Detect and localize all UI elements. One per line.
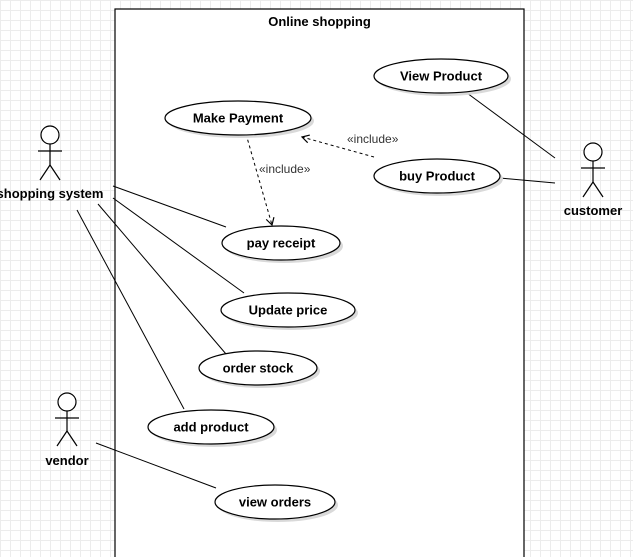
actor-shopping-system[interactable]: shopping system xyxy=(0,125,103,201)
use-case-order-stock[interactable]: order stock xyxy=(198,350,320,388)
use-case-label: pay receipt xyxy=(247,236,316,251)
include-relations: «include» «include» xyxy=(245,132,399,227)
use-case-label: buy Product xyxy=(399,169,476,184)
include-label-payment-to-receipt: «include» xyxy=(259,162,311,176)
assoc-shopping-system-update-price xyxy=(112,197,245,294)
assoc-shopping-system-order-stock xyxy=(97,203,227,355)
stick-figure-icon xyxy=(581,142,605,198)
assoc-shopping-system-add-product xyxy=(76,209,185,410)
use-case-view-product[interactable]: View Product xyxy=(373,58,511,96)
use-case-label: Make Payment xyxy=(193,111,284,126)
include-arrow-payment-to-receipt xyxy=(245,133,275,227)
include-arrow-buy-to-payment xyxy=(300,134,375,158)
stick-figure-icon xyxy=(55,392,79,447)
actor-vendor[interactable]: vendor xyxy=(45,392,89,468)
use-case-add-product[interactable]: add product xyxy=(147,409,277,447)
assoc-vendor-view-orders xyxy=(95,442,217,489)
actor-label: vendor xyxy=(45,453,88,468)
associations xyxy=(76,92,556,489)
use-case-pay-receipt[interactable]: pay receipt xyxy=(221,225,343,263)
use-case-label: order stock xyxy=(223,361,295,376)
actor-label: shopping system xyxy=(0,186,103,201)
assoc-shopping-system-pay-receipt xyxy=(112,185,227,228)
use-case-label: Update price xyxy=(249,303,328,318)
stick-figure-icon xyxy=(38,125,62,181)
use-case-buy-product[interactable]: buy Product xyxy=(373,158,503,196)
system-title: Online shopping xyxy=(268,14,371,29)
system-boundary: Online shopping xyxy=(114,8,525,557)
include-label-buy-to-payment: «include» xyxy=(347,132,399,146)
use-case-view-orders[interactable]: view orders xyxy=(214,484,338,522)
use-case-update-price[interactable]: Update price xyxy=(220,292,358,330)
assoc-customer-buy-product xyxy=(499,177,556,184)
actor-label: customer xyxy=(564,203,623,218)
use-case-label: view orders xyxy=(239,495,311,510)
use-case-make-payment[interactable]: Make Payment xyxy=(164,100,314,138)
use-case-label: add product xyxy=(173,420,249,435)
actor-customer[interactable]: customer xyxy=(564,142,623,218)
assoc-customer-view-product xyxy=(466,92,556,159)
use-case-label: View Product xyxy=(400,69,483,84)
